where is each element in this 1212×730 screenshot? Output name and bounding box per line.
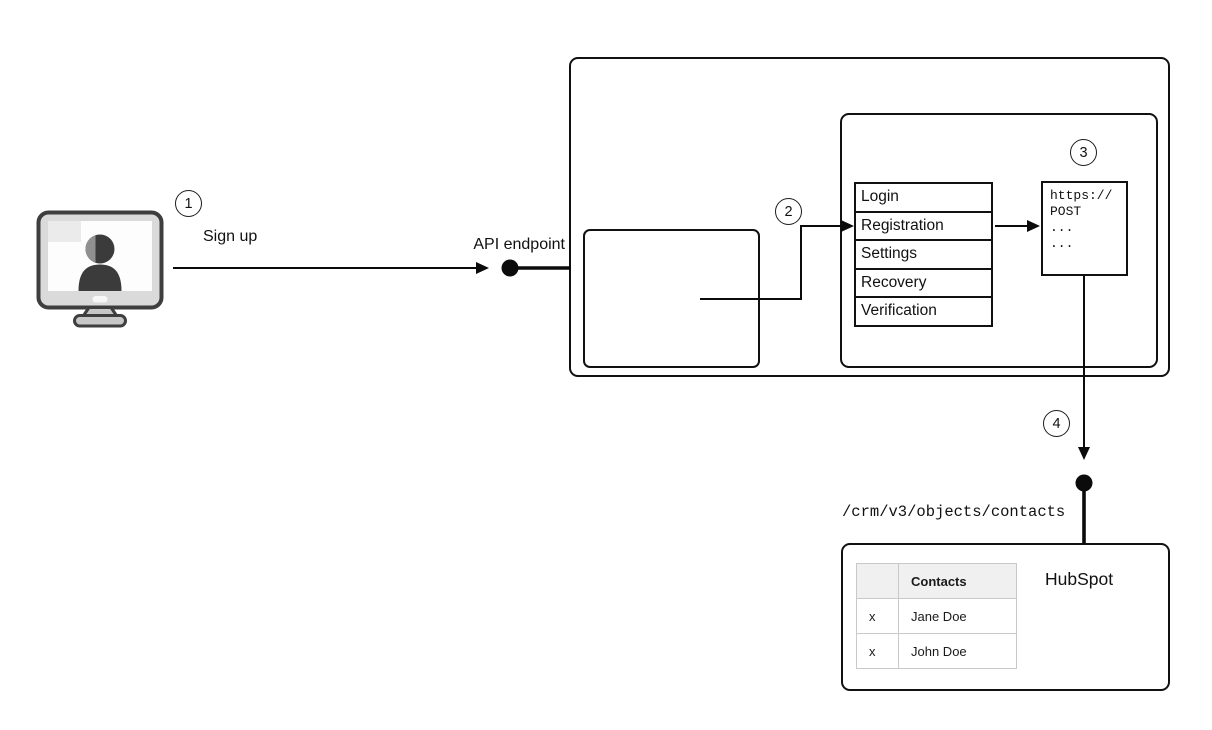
webhook-code-line: ...	[1050, 220, 1074, 235]
flow-list: Login Registration Settings Recovery Ver…	[854, 182, 993, 327]
flow-row-recovery: Recovery	[854, 267, 993, 298]
contact-row: x John Doe	[856, 633, 1017, 669]
contact-row: x Jane Doe	[856, 598, 1017, 634]
contact-name: John Doe	[898, 633, 1017, 669]
webhook-code-box: https:// POST ... ...	[1041, 181, 1128, 276]
step-4-badge: 4	[1043, 410, 1070, 437]
api-endpoint-node-dot	[501, 259, 519, 277]
hubspot-node-dot	[1075, 474, 1093, 492]
signup-arrowhead	[476, 262, 489, 274]
flow-row-verification: Verification	[854, 296, 993, 327]
flow-row-settings: Settings	[854, 239, 993, 270]
screen-glare	[48, 221, 81, 242]
step-3-badge: 3	[1070, 139, 1097, 166]
contacts-header-row: Contacts	[856, 563, 1017, 599]
monitor-base	[73, 314, 127, 328]
flow-row-login: Login	[854, 182, 993, 213]
person-head-highlight	[85, 234, 96, 264]
flow-row-registration: Registration	[854, 210, 993, 241]
hubspot-endpoint-path: /crm/v3/objects/contacts	[842, 503, 1066, 521]
contact-name: Jane Doe	[898, 598, 1017, 634]
contact-mark: x	[856, 633, 899, 669]
contacts-header-name: Contacts	[898, 563, 1017, 599]
monitor-button	[92, 296, 108, 303]
contacts-header-mark	[856, 563, 899, 599]
signup-label: Sign up	[203, 228, 258, 245]
contacts-table: Contacts x Jane Doe x John Doe	[856, 563, 1017, 669]
step-1-badge: 1	[175, 190, 202, 217]
api-endpoint-label: API endpoint	[473, 236, 565, 253]
webhook-code-line: ...	[1050, 236, 1074, 251]
step-2-badge: 2	[775, 198, 802, 225]
user-computer-icon	[36, 210, 164, 328]
webhook-code-line: https://	[1050, 188, 1113, 203]
self-service-flows-box	[583, 229, 760, 368]
webhook-code-line: POST	[1050, 204, 1082, 219]
contact-mark: x	[856, 598, 899, 634]
webhook-down-arrowhead	[1078, 447, 1090, 460]
hubspot-title: HubSpot	[1045, 569, 1114, 589]
person-shoulders	[78, 264, 122, 291]
